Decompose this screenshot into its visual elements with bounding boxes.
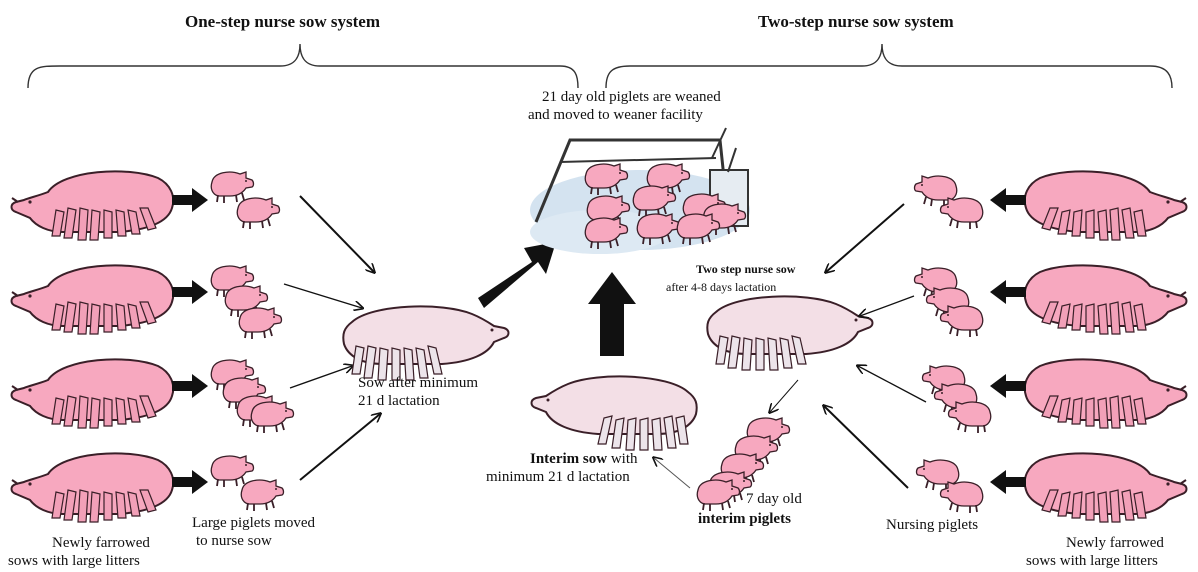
sow-with-litter-right-4	[1025, 453, 1187, 522]
sow-with-litter-2	[12, 265, 174, 334]
nursing-piglets-group-4	[917, 460, 983, 513]
block-arrow-right-4	[172, 470, 208, 494]
two-step-header: Two-step nurse sow system	[758, 12, 954, 32]
thin-arrow-2	[284, 284, 362, 308]
block-arrow-right-2	[172, 280, 208, 304]
two-step-nurse-label-line1: Two step nurse sow	[696, 262, 795, 276]
newly-farrowed-right-line2: sows with large litters	[1026, 552, 1158, 570]
newly-farrowed-left-line1: Newly farrowed	[52, 534, 150, 552]
block-arrow-left-1	[990, 188, 1026, 212]
thin-arrow-4	[300, 414, 380, 480]
block-arrow-left-3	[990, 374, 1026, 398]
block-arrow-right-1	[172, 188, 208, 212]
sow-with-litter-right-3	[1025, 359, 1187, 428]
one-step-bracket	[28, 44, 578, 88]
block-arrow-left-2	[990, 280, 1026, 304]
weaned-label-line1: 21 day old piglets are weaned	[542, 88, 721, 106]
large-piglets-label-line2: to nurse sow	[196, 532, 272, 550]
sow-with-litter-3	[12, 359, 174, 428]
sow-with-litter-4	[12, 453, 174, 522]
one-step-header: One-step nurse sow system	[185, 12, 380, 32]
big-arrow-up	[588, 272, 636, 356]
thin-arrow-right-4	[824, 406, 908, 488]
two-step-nurse-label-line2: after 4-8 days lactation	[666, 280, 776, 294]
nurse-sow-two-step	[707, 296, 872, 370]
large-piglets-group-1	[211, 172, 279, 229]
thin-arrow-right-3	[858, 366, 926, 402]
weaned-label-line2: and moved to weaner facility	[528, 106, 703, 124]
interim-sow-label-line1: Interim sow with	[530, 450, 638, 468]
sow-with-litter-right-1	[1025, 171, 1187, 240]
sow-after-label-line2: 21 d lactation	[358, 392, 440, 410]
sow-with-litter-right-2	[1025, 265, 1187, 334]
thin-arrow-1	[300, 196, 374, 272]
interim-sow-bold: Interim sow	[530, 451, 607, 467]
large-piglets-group-3	[211, 360, 293, 433]
newly-farrowed-left-line2: sows with large litters	[8, 552, 140, 570]
large-piglets-label-line1: Large piglets moved	[192, 514, 315, 532]
sow-with-litter-1	[12, 171, 174, 240]
thin-arrow-interim-to-sow	[654, 458, 690, 488]
big-arrow-to-weaner	[478, 242, 556, 308]
seven-day-label-line2: interim piglets	[698, 510, 791, 528]
block-arrow-left-4	[990, 470, 1026, 494]
large-piglets-group-2	[211, 266, 281, 339]
nursing-piglets-group-3	[923, 366, 991, 433]
nurse-sow-one-step	[343, 306, 508, 380]
nursing-piglets-group-1	[915, 176, 983, 229]
nursing-piglets-group-2	[915, 268, 983, 337]
thin-arrow-nurse-to-interim	[770, 380, 798, 412]
interim-sow	[532, 376, 697, 450]
interim-sow-rest: with	[607, 451, 637, 467]
thin-arrow-right-1	[826, 204, 904, 272]
sow-after-label-line1: Sow after minimum	[358, 374, 478, 392]
thin-arrow-right-2	[860, 296, 914, 316]
interim-sow-label-line2: minimum 21 d lactation	[486, 468, 630, 486]
newly-farrowed-right-line1: Newly farrowed	[1066, 534, 1164, 552]
nursing-piglets-label: Nursing piglets	[886, 516, 978, 534]
thin-arrow-3	[290, 366, 352, 388]
block-arrow-right-3	[172, 374, 208, 398]
seven-day-label-line1: 7 day old	[746, 490, 802, 508]
weaner-facility	[530, 128, 750, 254]
large-piglets-group-4	[211, 456, 283, 511]
two-step-bracket	[606, 44, 1172, 88]
